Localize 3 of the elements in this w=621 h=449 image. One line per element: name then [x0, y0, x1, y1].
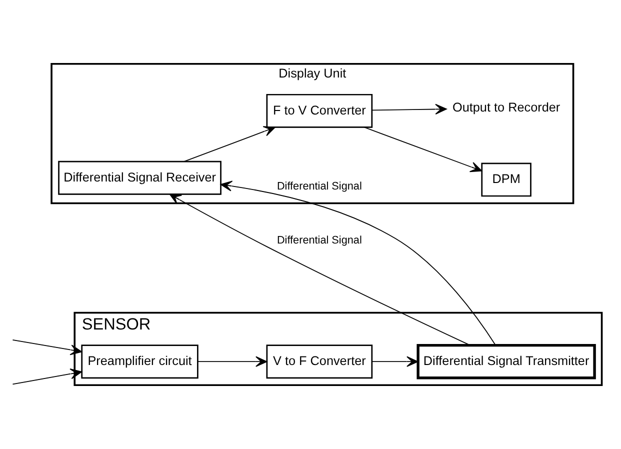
node-text: Output to Recorder: [452, 100, 560, 115]
edge-label: Differential Signal: [276, 234, 362, 247]
edge-label: Differential Signal: [276, 180, 362, 192]
